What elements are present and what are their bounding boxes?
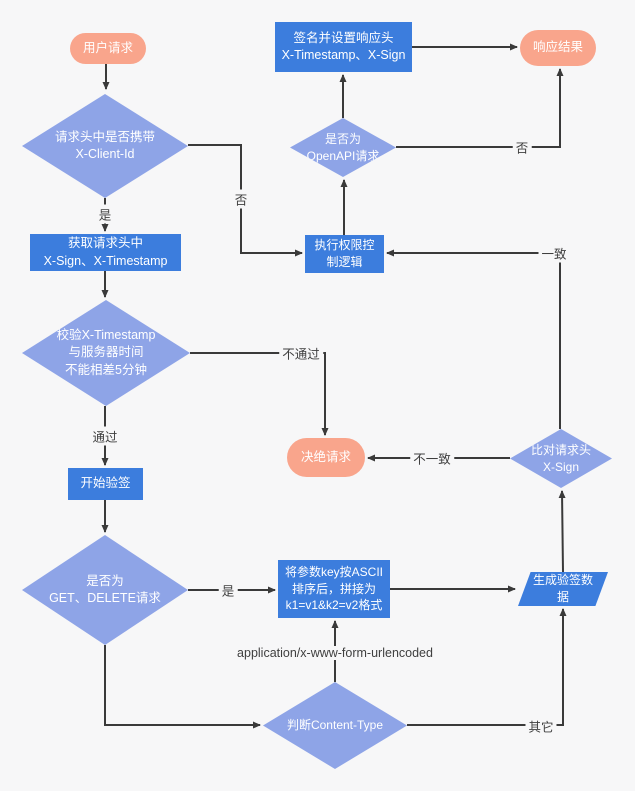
edge-label-not-pass: 不通过 <box>279 343 323 363</box>
edge-checkts-fail-reject <box>190 352 329 436</box>
node-reject-request: 决绝请求 <box>287 438 365 477</box>
node-get-headers-label: 获取请求头中 X-Sign、X-Timestamp <box>43 236 168 268</box>
node-exec-permission-label: 执行权限控 制逻辑 <box>314 238 375 269</box>
edge-openapi-no-result <box>396 68 564 148</box>
node-exec-permission: 执行权限控 制逻辑 <box>305 235 384 273</box>
node-check-timestamp-label: 校验X-Timestamp 与服务器时间 不能相差5分钟 <box>56 328 156 377</box>
node-compare-sign-label: 比对请求头 X-Sign <box>530 442 591 474</box>
node-response-result-label: 响应结果 <box>532 40 583 55</box>
node-sign-response: 签名并设置响应头 X-Timestamp、X-Sign <box>275 22 412 72</box>
edge-compare-ok-permission <box>386 249 561 429</box>
edge-label-consistent: 一致 <box>538 243 570 263</box>
node-response-result: 响应结果 <box>520 30 596 66</box>
node-sign-response-label: 签名并设置响应头 X-Timestamp、X-Sign <box>281 30 406 62</box>
edge-label-other: 其它 <box>525 716 557 736</box>
edge-label-pass: 通过 <box>89 426 121 446</box>
node-sort-params-label: 将参数key按ASCII 排序后，拼接为 k1=v1&k2=v2格式 <box>284 565 384 613</box>
node-get-headers: 获取请求头中 X-Sign、X-Timestamp <box>30 234 181 271</box>
node-start-verify: 开始验签 <box>68 468 143 500</box>
node-sort-params: 将参数key按ASCII 排序后，拼接为 k1=v1&k2=v2格式 <box>278 560 390 618</box>
node-user-request: 用户请求 <box>70 33 146 64</box>
node-start-verify-label: 开始验签 <box>80 476 131 491</box>
node-check-content-type-label: 判断Content-Type <box>286 718 384 733</box>
edge-label-no-client-id: 否 <box>231 189 251 209</box>
edge-label-yes-client-id: 是 <box>95 204 115 224</box>
node-has-client-id-label: 请求头中是否携带 X-Client-Id <box>54 129 155 161</box>
edge-label-content-type: application/x-www-form-urlencoded <box>234 646 436 660</box>
edge-gensign-to-compare <box>558 490 566 573</box>
node-is-openapi-label: 是否为 OpenAPI请求 <box>306 131 380 163</box>
edge-label-inconsistent: 不一致 <box>410 448 454 468</box>
node-is-get-delete-label: 是否为 GET、DELETE请求 <box>49 573 161 605</box>
node-user-request-label: 用户请求 <box>82 40 133 55</box>
edge-contenttype-other-gensign <box>407 608 567 726</box>
node-gen-sign-data: 生成验签数 据 <box>518 572 608 606</box>
node-reject-request-label: 决绝请求 <box>300 449 351 464</box>
node-gen-sign-data-label: 生成验签数 据 <box>532 573 593 604</box>
edge-label-yes-get-delete: 是 <box>218 580 238 600</box>
edge-getdelete-no-contenttype <box>104 645 261 729</box>
edge-label-no-openapi: 否 <box>512 137 532 157</box>
